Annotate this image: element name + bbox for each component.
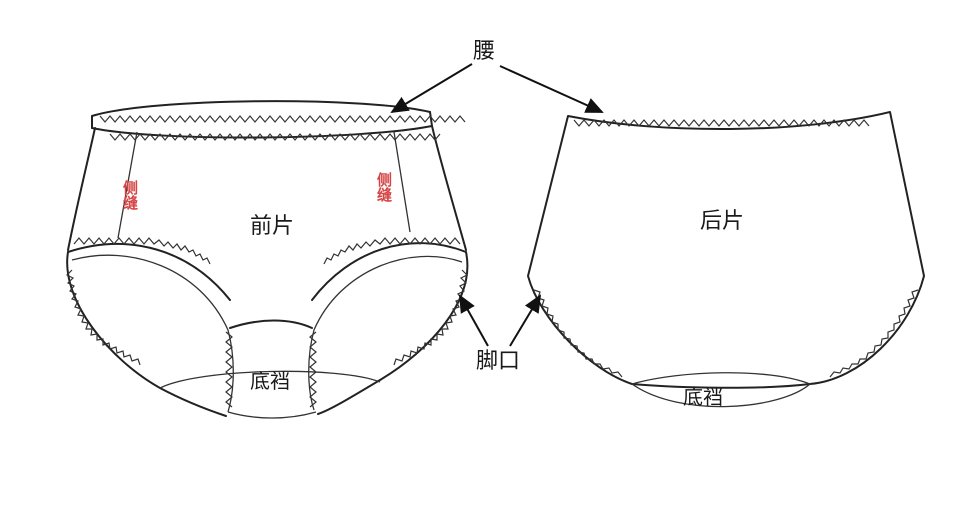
front-leg-hole-stitch-left [65, 269, 141, 366]
back-leg-stitch-left [533, 289, 623, 378]
back-crotch-label: 底裆 [683, 385, 723, 409]
front-waist-stitch-top [99, 115, 466, 123]
back-waist-stitch [573, 119, 870, 127]
back-leg-stitch-right [829, 289, 919, 378]
front-side-seam-right [393, 131, 411, 233]
side-seam-left-label: 侧缝 [121, 179, 139, 211]
front-side-seam-left [117, 131, 138, 239]
callouts: 腰 脚口 [390, 39, 604, 374]
leg-arrow-front [459, 294, 489, 347]
waist-label: 腰 [473, 39, 495, 64]
back-panel-label: 后片 [700, 209, 744, 234]
front-waist-stitch-bottom [109, 133, 441, 141]
front-waistband-bottom [91, 125, 433, 139]
front-body-outline [67, 125, 467, 251]
front-crotch-label: 底裆 [250, 369, 290, 393]
front-leg-hole-stitch-right [393, 269, 469, 366]
front-panel-label: 前片 [250, 214, 294, 239]
front-left-leg-hole [66, 251, 227, 417]
front-crotch-gusset [229, 319, 313, 329]
front-leg-stitch-right [323, 237, 461, 265]
waist-arrow-front [390, 63, 473, 114]
front-leg-opening-top [67, 242, 467, 301]
back-crotch-line [631, 372, 812, 408]
front-garment: 前片 底裆 侧缝 侧缝 [65, 100, 469, 419]
back-garment: 后片 底裆 [527, 111, 925, 409]
front-waistband-top [91, 100, 431, 117]
waist-arrow-back [499, 65, 604, 113]
front-leg-stitch-left [73, 237, 211, 265]
front-right-leg-hole [317, 251, 469, 415]
back-body-outline [527, 111, 925, 389]
leg-opening-label: 脚口 [476, 349, 520, 374]
leg-arrow-back [509, 294, 542, 347]
side-seam-right-label: 侧缝 [375, 171, 393, 203]
